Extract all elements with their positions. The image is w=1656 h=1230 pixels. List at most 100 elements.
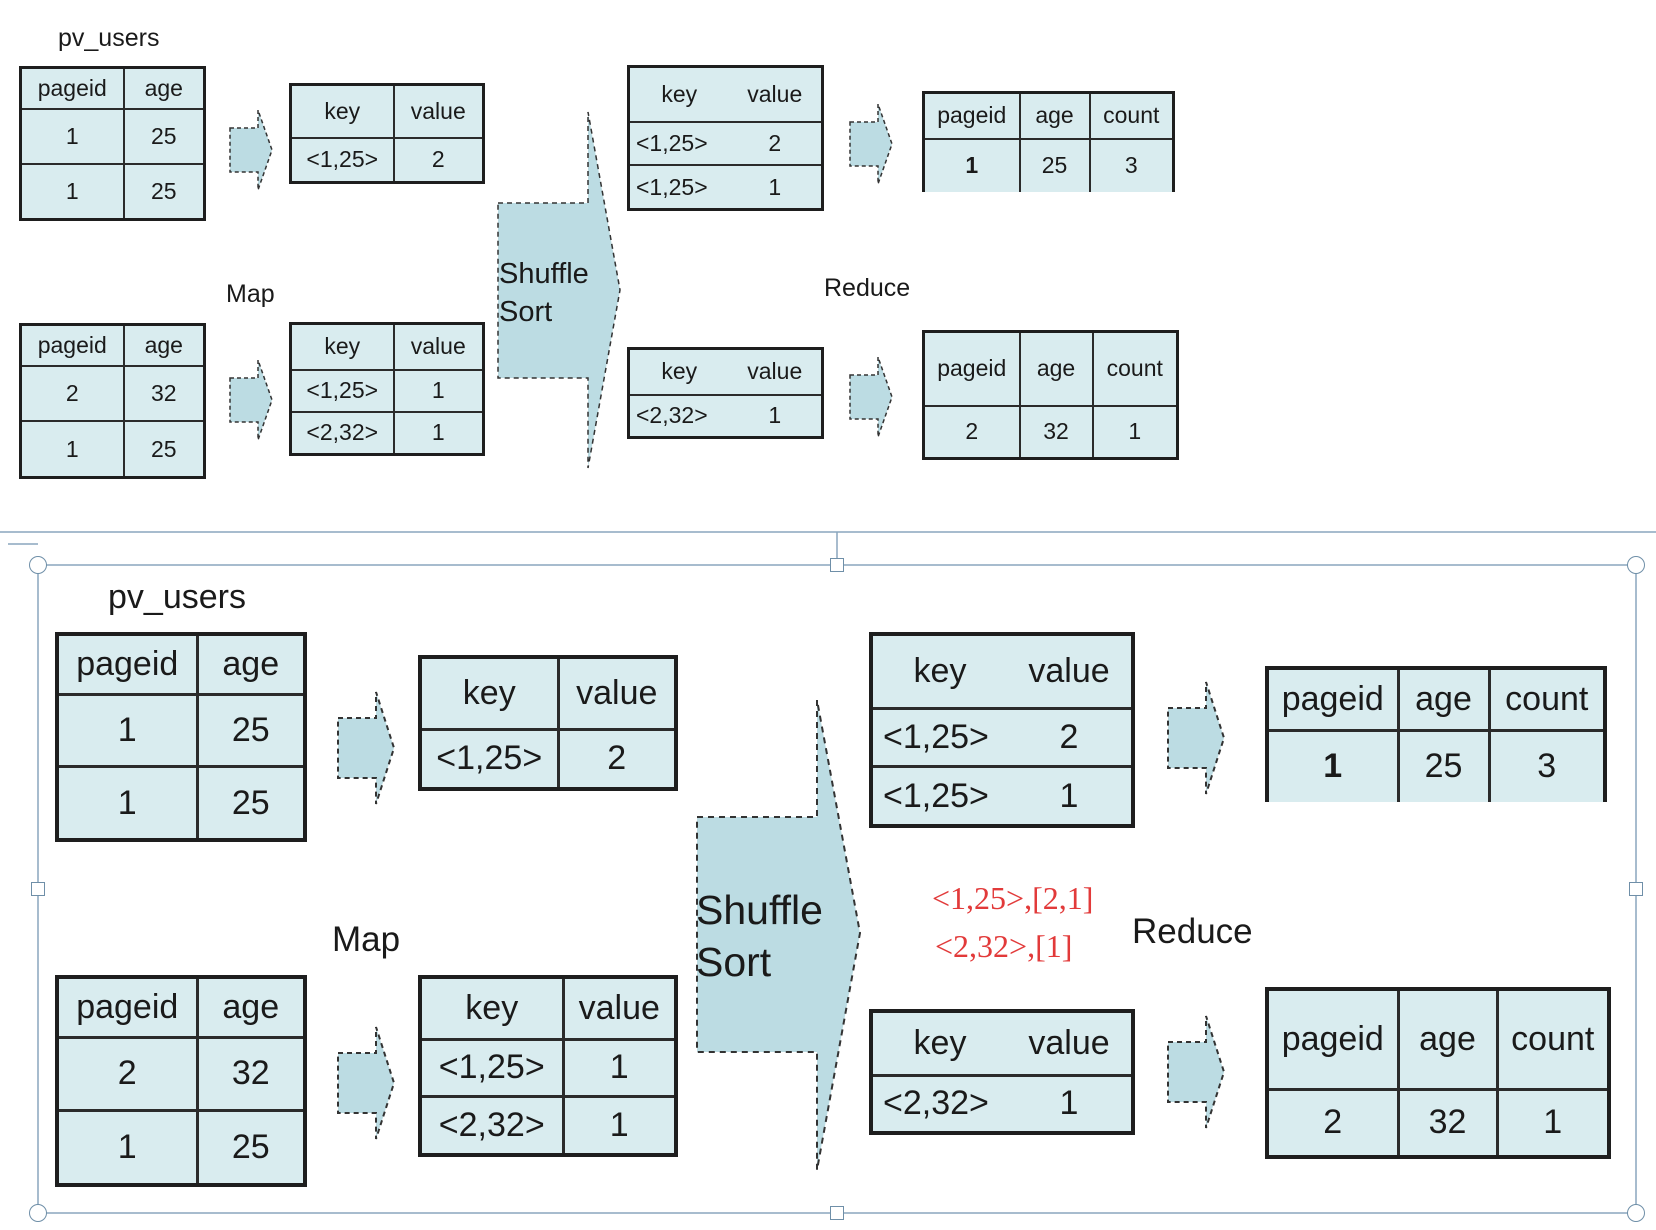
resize-handle-top-left[interactable] <box>29 556 47 574</box>
table-cell: 32 <box>1018 404 1094 460</box>
table-cell: 1 <box>392 410 485 456</box>
table-cell: <2,32> <box>869 1073 1007 1135</box>
resize-handle-left[interactable] <box>31 882 45 896</box>
table-cell: 1 <box>728 393 824 439</box>
reduce-arrow-icon <box>1167 681 1226 795</box>
table-cell: <1,25> <box>289 136 395 184</box>
resize-handle-bottom-left[interactable] <box>29 1204 47 1222</box>
column-header: pageid <box>922 91 1021 140</box>
table-cell: 25 <box>195 765 307 842</box>
column-header: pageid <box>19 66 125 110</box>
column-header: age <box>1396 987 1499 1091</box>
column-header: value <box>1007 632 1135 710</box>
table-cell: 1 <box>55 1109 199 1187</box>
column-header: value <box>392 83 485 139</box>
table-cell: 25 <box>122 420 206 479</box>
table-cell: 25 <box>1018 137 1091 192</box>
column-header: key <box>627 347 729 396</box>
table-cell: <1,25> <box>418 727 560 791</box>
shuffle-sort-arrow-icon <box>497 111 621 469</box>
table-cell: 1 <box>1265 728 1400 802</box>
table-cell: <1,25> <box>869 706 1007 769</box>
table-cell: 3 <box>1088 137 1175 192</box>
map-label: Map <box>332 920 401 959</box>
table-cell: 2 <box>392 136 485 184</box>
column-header: age <box>1018 91 1091 140</box>
table-cell: 2 <box>556 727 678 791</box>
table-cell: 32 <box>195 1035 307 1113</box>
table-cell: 1 <box>55 765 199 842</box>
column-header: value <box>556 655 678 731</box>
table-cell: 2 <box>1265 1087 1400 1159</box>
column-header: age <box>122 323 206 367</box>
column-header: age <box>1018 330 1094 407</box>
column-header: key <box>418 655 560 731</box>
column-header: age <box>195 975 307 1039</box>
table-cell: 1 <box>55 692 199 769</box>
table-cell: 2 <box>922 404 1021 460</box>
table-cell: 2 <box>19 364 125 423</box>
resize-handle-top-right[interactable] <box>1627 556 1645 574</box>
resize-handle-bottom-right[interactable] <box>1627 1204 1645 1222</box>
table-cell: <2,32> <box>418 1095 565 1157</box>
annotation-grouped-key-2: <2,32>,[1] <box>935 928 1073 964</box>
table-cell: <1,25> <box>627 164 729 211</box>
map-arrow-icon <box>229 109 273 191</box>
map-arrow-icon <box>337 1026 396 1140</box>
column-header: value <box>561 975 678 1041</box>
table-cell: <1,25> <box>869 765 1007 828</box>
resize-handle-bottom[interactable] <box>830 1206 844 1220</box>
column-header: key <box>869 1009 1007 1077</box>
column-header: value <box>1007 1009 1135 1077</box>
reduce-label: Reduce <box>824 274 911 302</box>
table-cell: 1 <box>19 162 125 221</box>
table-cell: 1 <box>1495 1087 1611 1159</box>
column-header: pageid <box>1265 666 1400 732</box>
table-cell: <1,25> <box>418 1037 565 1099</box>
column-header: key <box>869 632 1007 710</box>
column-header: key <box>418 975 565 1041</box>
resize-handle-right[interactable] <box>1629 882 1643 896</box>
table-cell: <1,25> <box>627 120 729 167</box>
table-cell: 1 <box>1007 765 1135 828</box>
column-header: pageid <box>1265 987 1400 1091</box>
table-cell: 25 <box>122 162 206 221</box>
table-cell: 3 <box>1487 728 1607 802</box>
table-cell: 25 <box>195 1109 307 1187</box>
table-cell: 1 <box>561 1037 678 1099</box>
column-header: age <box>1396 666 1491 732</box>
column-header: value <box>728 347 824 396</box>
column-header: pageid <box>55 632 199 696</box>
resize-handle-top[interactable] <box>830 558 844 572</box>
table-cell: <2,32> <box>289 410 395 456</box>
column-header: pageid <box>55 975 199 1039</box>
column-header: count <box>1495 987 1611 1091</box>
column-header: count <box>1088 91 1175 140</box>
table-cell: 1 <box>1007 1073 1135 1135</box>
map-label: Map <box>226 280 275 308</box>
reduce-arrow-icon <box>849 103 893 185</box>
table-cell: 2 <box>55 1035 199 1113</box>
table-cell: <1,25> <box>289 368 395 413</box>
column-header: pageid <box>19 323 125 367</box>
table-cell: 1 <box>1091 404 1179 460</box>
table-cell: 1 <box>19 107 125 165</box>
column-header: key <box>289 83 395 139</box>
annotation-grouped-key-1: <1,25>,[2,1] <box>932 880 1094 916</box>
table-cell: 25 <box>1396 728 1491 802</box>
